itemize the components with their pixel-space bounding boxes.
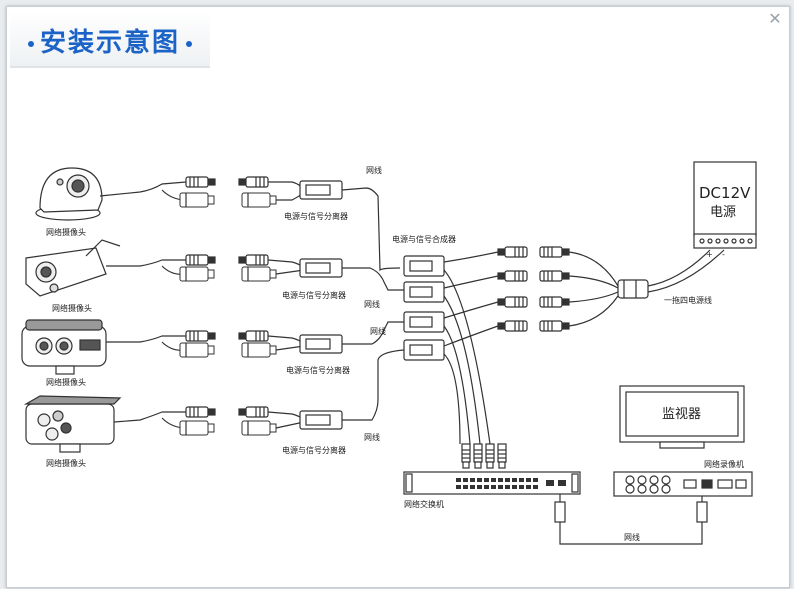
bottom-cable-label: 网线 <box>624 532 640 542</box>
monitor-icon <box>619 385 745 449</box>
dome-camera-icon <box>35 167 103 221</box>
nvr-label: 网络录像机 <box>704 459 744 469</box>
splitter-label-2: 电源与信号分离器 <box>282 290 346 300</box>
bottom-network-cable <box>554 494 708 545</box>
power-supply-icon <box>693 161 757 249</box>
close-button[interactable]: ✕ <box>766 10 784 28</box>
power-cable-label: 一拖四电源线 <box>664 295 712 305</box>
bullet-camera-icon-3 <box>23 395 122 453</box>
monitor-label: 监视器 <box>662 407 701 422</box>
splitter-label-1: 电源与信号分离器 <box>284 211 348 221</box>
power-minus-label: - <box>722 250 725 259</box>
row-3-wiring <box>106 321 404 358</box>
camera-label-3: 网络摄像头 <box>46 377 86 387</box>
title-bar <box>10 10 210 68</box>
cable-label-2: 网线 <box>364 299 380 309</box>
camera-label-2: 网络摄像头 <box>52 303 92 313</box>
cable-label-3: 网线 <box>370 326 386 336</box>
camera-label-1: 网络摄像头 <box>46 227 86 237</box>
power-plus-label: + <box>706 250 713 259</box>
cable-label-4: 网线 <box>364 432 380 442</box>
bullet-camera-icon-1 <box>25 239 121 297</box>
power-dc-label: DC12V <box>699 184 751 202</box>
splitter-label-3: 电源与信号分离器 <box>286 365 350 375</box>
power-distribution-wiring <box>443 246 725 347</box>
switch-uplink-wiring <box>443 269 507 469</box>
camera-label-4: 网络摄像头 <box>46 458 86 468</box>
close-icon: ✕ <box>768 9 782 28</box>
row-2-wiring <box>106 254 404 291</box>
combiner-label: 电源与信号合成器 <box>392 234 456 244</box>
combiner-group <box>403 255 445 361</box>
title-dot-right <box>186 40 193 47</box>
title-label: 安装示意图 <box>40 28 181 58</box>
title-dot-left <box>28 40 34 47</box>
row-1-wiring <box>99 176 401 272</box>
power-name-label: 电源 <box>710 205 736 220</box>
row-4-wiring <box>113 349 405 436</box>
bullet-camera-icon-2 <box>21 319 107 375</box>
switch-label: 网络交换机 <box>404 499 444 509</box>
nvr-icon <box>613 471 753 497</box>
network-switch-icon <box>403 471 581 495</box>
splitter-label-4: 电源与信号分离器 <box>282 445 346 455</box>
page-title: 安装示意图 <box>22 22 198 59</box>
cable-label-1: 网线 <box>366 165 382 175</box>
